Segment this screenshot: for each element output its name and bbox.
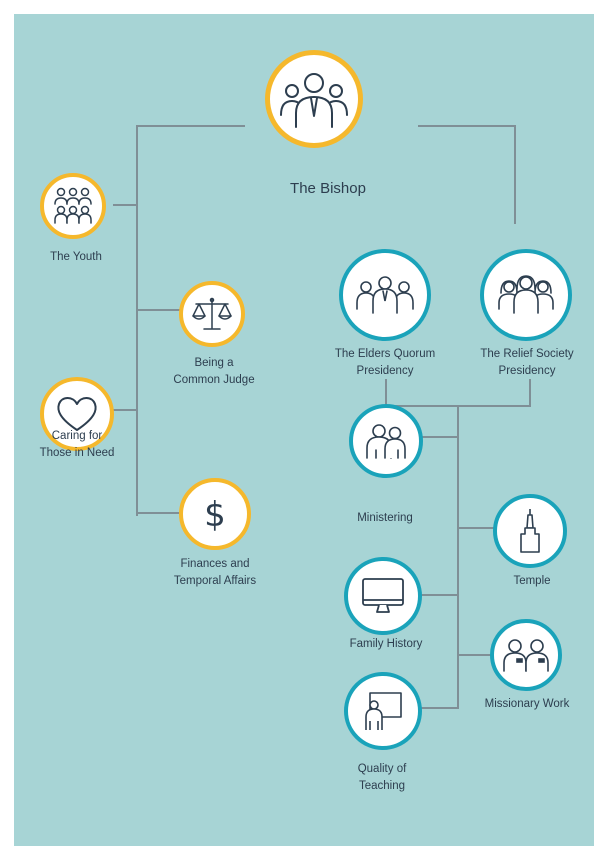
youth-node[interactable] xyxy=(40,173,106,239)
finances-label-line2: Temporal Affairs xyxy=(173,575,257,587)
common-judge-label-line1: Being a xyxy=(194,357,234,369)
youth-label: The Youth xyxy=(50,251,102,263)
bishop-leaders-icon xyxy=(280,73,348,128)
caring-label: Caring for Those in Need xyxy=(40,428,115,462)
bishop-node[interactable] xyxy=(265,50,363,148)
ministering-label: Ministering xyxy=(357,512,413,524)
elders-quorum-group-icon xyxy=(356,276,414,314)
temple-label: Temple xyxy=(513,575,551,587)
relief-society-group-icon xyxy=(498,275,554,314)
common-judge-label: Being a Common Judge xyxy=(173,355,254,389)
family-history-label: Family History xyxy=(349,638,423,650)
quality-teaching-label-line1: Quality of xyxy=(357,763,407,775)
ministering-companions-icon xyxy=(366,424,406,459)
scales-of-justice-icon xyxy=(192,297,232,330)
relief-society-node[interactable] xyxy=(480,249,572,341)
heart-icon xyxy=(57,397,97,431)
family-history-node[interactable] xyxy=(344,557,422,635)
connector-bishop-right xyxy=(418,125,516,224)
caring-label-line1: Caring for xyxy=(51,430,103,442)
ministering-node[interactable] xyxy=(349,404,423,478)
caring-label-line2: Those in Need xyxy=(39,447,115,459)
teacher-at-board-icon xyxy=(365,692,402,730)
caring-node[interactable] xyxy=(40,377,114,451)
computer-monitor-icon xyxy=(362,578,404,613)
common-judge-label-line2: Common Judge xyxy=(173,374,255,386)
temple-icon xyxy=(520,509,540,553)
missionary-work-node[interactable] xyxy=(490,619,562,691)
elders-quorum-label-line1: The Elders Quorum xyxy=(334,348,436,360)
bishop-label: The Bishop xyxy=(290,180,366,197)
connector-bishop-left xyxy=(136,125,245,516)
elders-quorum-node[interactable] xyxy=(339,249,431,341)
quality-teaching-label-line2: Teaching xyxy=(358,780,406,792)
relief-society-label: The Relief Society Presidency xyxy=(480,346,573,380)
quality-teaching-label: Quality of Teaching xyxy=(358,761,407,795)
temple-node[interactable] xyxy=(493,494,567,568)
finances-label: Finances and Temporal Affairs xyxy=(174,556,256,590)
missionary-work-label: Missionary Work xyxy=(484,698,570,710)
svg-text:$: $ xyxy=(204,495,226,535)
finances-node[interactable]: $ xyxy=(179,478,251,550)
common-judge-node[interactable] xyxy=(179,281,245,347)
dollar-sign-icon: $ xyxy=(204,495,226,535)
diagram-background xyxy=(14,14,594,846)
elders-quorum-label-line2: Presidency xyxy=(356,365,414,377)
missionaries-icon xyxy=(503,639,549,672)
quality-teaching-node[interactable] xyxy=(344,672,422,750)
relief-society-label-line1: The Relief Society xyxy=(480,348,574,360)
elders-quorum-label: The Elders Quorum Presidency xyxy=(335,346,435,380)
relief-society-label-line2: Presidency xyxy=(498,365,556,377)
finances-label-line1: Finances and xyxy=(180,558,250,570)
youth-group-icon xyxy=(54,187,92,224)
